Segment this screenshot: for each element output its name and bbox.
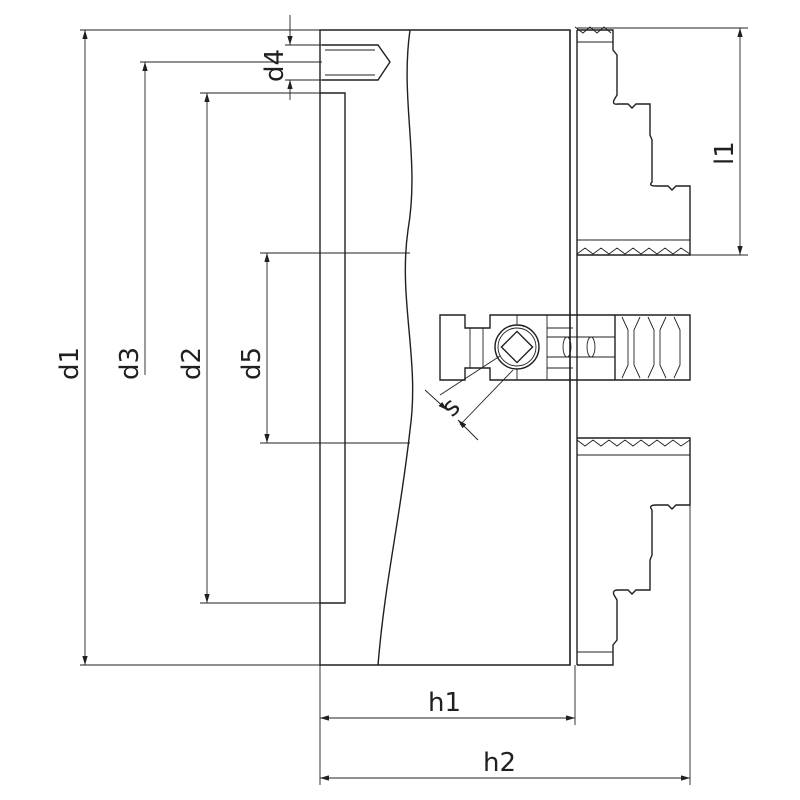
- label-l1: l1: [710, 141, 740, 165]
- chuck-face: [569, 30, 578, 665]
- label-h2: h2: [483, 748, 516, 778]
- key-mechanism: [424, 314, 691, 441]
- label-d4: d4: [260, 49, 290, 82]
- label-d3: d3: [115, 347, 145, 380]
- dimension-lines: [82, 15, 743, 781]
- label-d2: d2: [177, 347, 207, 380]
- jaw-bottom: [576, 437, 691, 666]
- label-h1: h1: [428, 688, 461, 718]
- extension-lines: [80, 27, 748, 785]
- jaw-top: [574, 26, 691, 256]
- label-s: s: [436, 392, 467, 423]
- label-d5: d5: [237, 347, 267, 380]
- label-d1: d1: [55, 347, 85, 380]
